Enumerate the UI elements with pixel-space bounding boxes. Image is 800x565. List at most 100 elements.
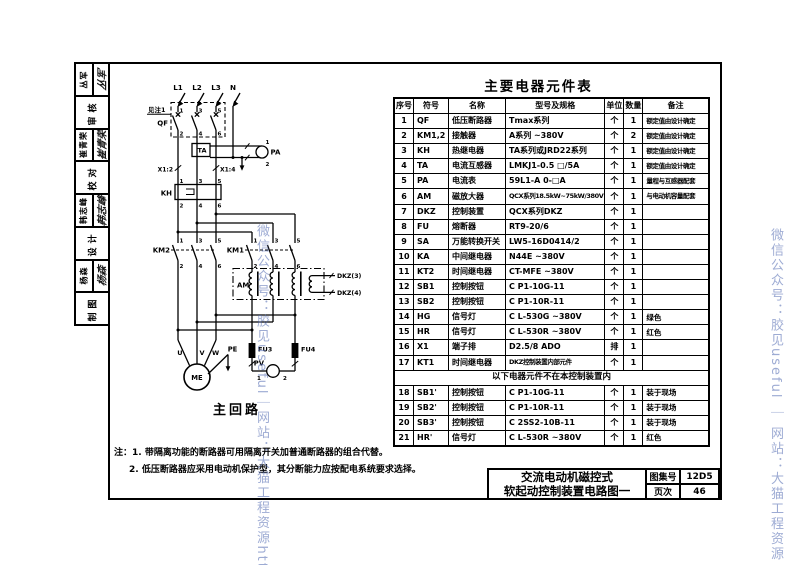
table-cell: 排 (604, 339, 625, 356)
watermark-right: 微信公众号：胶见useful ｜ 网站：大猫工程资源 https://52168… (768, 228, 783, 565)
table-cell: QCX系列DKZ (504, 203, 606, 220)
table-cell (642, 279, 710, 296)
terminal-number: 1 (266, 140, 270, 146)
table-cell: 1 (623, 294, 644, 311)
table-cell: X1 (413, 339, 449, 356)
note-line-2: 2. 低压断路器应采用电动机保护型，其分断能力应按配电系统要求选择。 (129, 465, 421, 475)
table-cell: KM1,2 (413, 128, 449, 145)
table-divider-text: 以下电器元件不在本控制装置内 (393, 369, 710, 386)
table-cell: 个 (604, 128, 625, 145)
terminal-number: 6 (297, 264, 301, 270)
motor-label: ME (191, 374, 203, 382)
terminal-number: 2 (180, 204, 184, 210)
table-cell (642, 354, 710, 371)
supply-lines: L1 L2 L3 N (173, 83, 241, 107)
table-cell: 绿色 (642, 309, 710, 326)
circuit-caption: 主回路 (213, 402, 261, 418)
table-cell: C L-530R ~380V (504, 429, 606, 447)
circuit-breaker-qf: 见注1 QF 1 3 5 2 4 6 (147, 101, 226, 138)
lead-v-label: V (200, 349, 205, 357)
terminal-number: 4 (275, 264, 279, 270)
table-cell: SB1' (413, 384, 449, 401)
table-cell: 17 (393, 354, 414, 371)
table-cell: KT2 (413, 263, 449, 281)
pa-label: PA (271, 149, 281, 157)
table-cell: DKZ控制装置内部元件 (504, 354, 606, 371)
table-header-cell: 单位 (604, 97, 625, 114)
table-cell: 控制按钮 (448, 294, 506, 311)
fu3-label: FU3 (258, 346, 272, 354)
table-cell: 个 (604, 354, 625, 371)
terminal-number: 1 (180, 179, 184, 185)
drawing-title-line1: 交流电动机磁控式 (521, 470, 613, 484)
table-cell: 4 (393, 158, 414, 175)
table-cell: 个 (604, 203, 625, 220)
terminal-number: 6 (218, 132, 222, 138)
table-cell: 16 (393, 339, 414, 356)
terminal-number: 4 (199, 132, 203, 138)
sidebar-name-text: 丛军 (79, 70, 89, 89)
sidebar-name-row: 丛军丛军 (74, 62, 110, 97)
terminal-number: 1 (180, 239, 184, 245)
table-cell: 与电动机容量配套 (642, 188, 710, 205)
table-cell: 个 (604, 218, 625, 235)
table-cell (642, 294, 710, 311)
table-cell: 额定值由设计确定 (642, 143, 710, 160)
table-cell: DKZ (413, 203, 449, 220)
current-transformer-ta: TA 1 2 PA (191, 140, 281, 171)
table-cell: SB3' (413, 414, 449, 431)
km1-label: KM1 (227, 247, 244, 255)
table-cell: 磁放大器 (448, 188, 506, 205)
phase-label: L2 (192, 83, 202, 92)
table-cell: C L-530R ~380V (504, 324, 606, 341)
sidebar-name-text: 崔青荣 (79, 131, 89, 159)
table-title: 主要电器元件表 (484, 79, 593, 95)
table-cell: QF (413, 112, 449, 130)
table-cell: TA系列或JRD22系列 (504, 143, 606, 160)
table-cell: 控制按钮 (448, 414, 506, 431)
qf-label: QF (157, 120, 168, 128)
table-cell: 1 (393, 112, 414, 130)
table-cell: 1 (623, 384, 644, 401)
terminal-number: 5 (218, 239, 222, 245)
kh-label: KH (161, 190, 172, 198)
table-cell: HR' (413, 429, 449, 447)
table-cell: 1 (623, 354, 644, 371)
terminal-number: 3 (199, 179, 203, 185)
table-cell: 信号灯 (448, 429, 506, 447)
table-cell: 59L1-A 0-□A (504, 173, 606, 190)
main-circuit-schematic: L1 L2 L3 N 见注1 QF 1 3 5 2 4 6 (147, 83, 362, 418)
table-cell: 6 (393, 188, 414, 205)
table-cell: 1 (623, 188, 644, 205)
table-cell: 15 (393, 324, 414, 341)
x1-2-label: X1:2 (158, 167, 173, 174)
table-cell: 额定值由设计确定 (642, 112, 710, 130)
table-cell: D2.5/8 ADO (504, 339, 606, 356)
table-cell: 个 (604, 429, 625, 447)
table-cell: 个 (604, 143, 625, 160)
terminal-number: 1 (254, 239, 258, 245)
table-cell: 热继电器 (448, 143, 506, 160)
terminal-number: 6 (218, 264, 222, 270)
table-cell: 9 (393, 233, 414, 250)
atlas-no-value: 12D5 (681, 470, 718, 485)
table-cell: 14 (393, 309, 414, 326)
terminal-number: 4 (199, 264, 203, 270)
table-cell: 1 (623, 414, 644, 431)
table-cell: 红色 (642, 429, 710, 447)
table-cell: 5 (393, 173, 414, 190)
table-cell: 个 (604, 248, 625, 265)
